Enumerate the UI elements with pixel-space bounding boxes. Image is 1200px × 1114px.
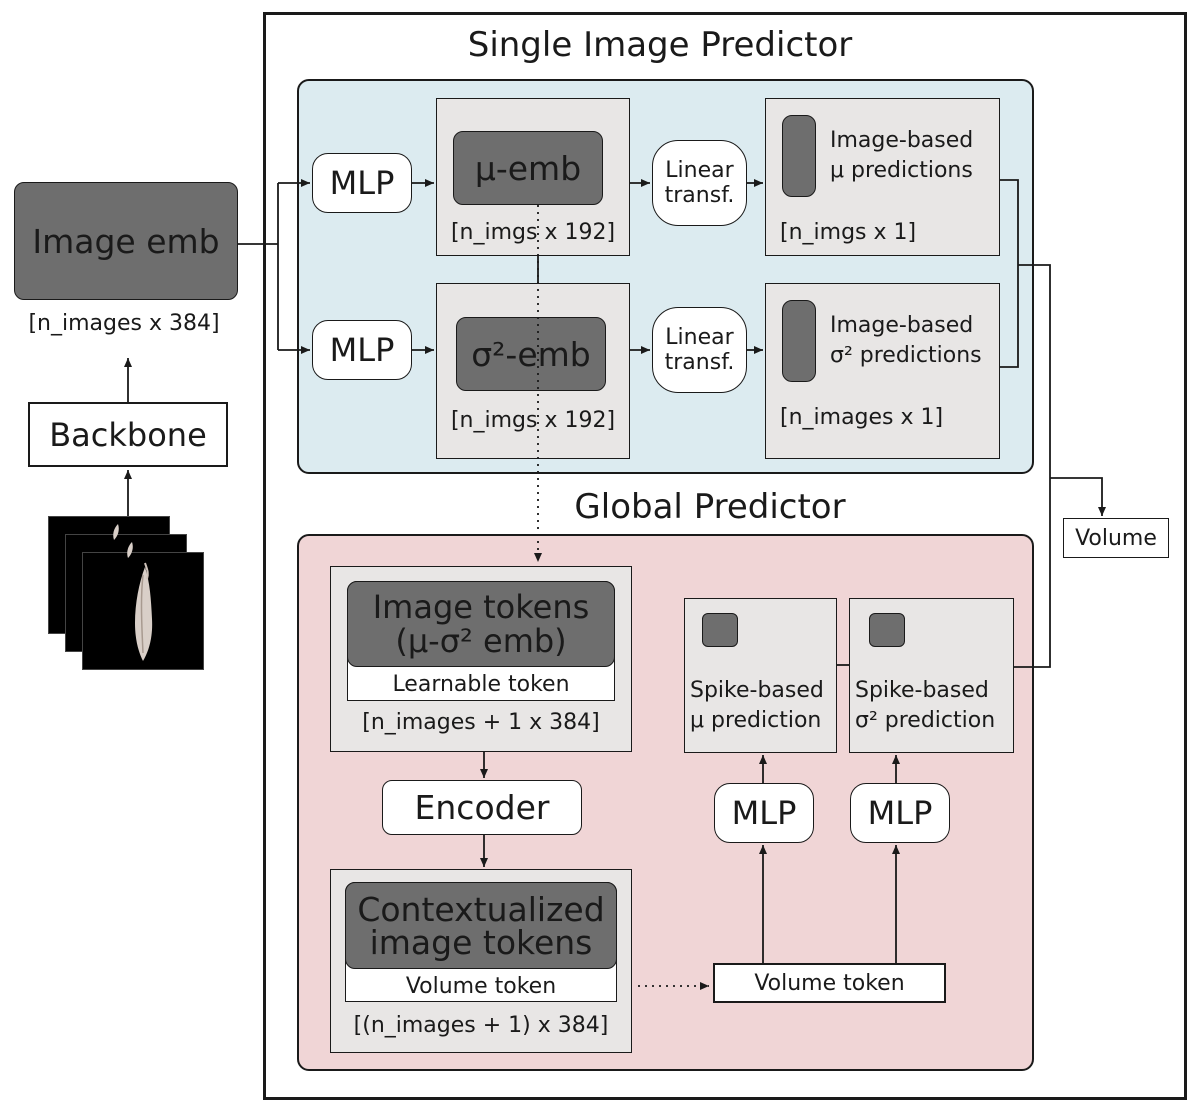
wheat-spike-glimpse-back	[113, 524, 119, 540]
mu-prediction-label: Image-based μ predictions	[830, 128, 974, 183]
volume-token-box: Volume token	[713, 963, 946, 1003]
sigma-prediction-marker	[782, 300, 816, 382]
wheat-spike-image	[135, 562, 153, 661]
mu-embedding-dim: [n_imgs x 192]	[450, 219, 616, 245]
spike-sigma-marker	[869, 613, 905, 647]
contextualized-tokens-dim: [(n_images + 1) x 384]	[353, 1012, 609, 1038]
sigma-prediction-label: Image-based σ² predictions	[830, 313, 982, 368]
mu-embedding: μ-emb	[453, 131, 603, 205]
mu-prediction-marker	[782, 115, 816, 197]
sigma-embedding: σ²-emb	[456, 317, 606, 391]
backbone-box: Backbone	[28, 402, 228, 467]
image-embedding-box: Image emb	[14, 182, 238, 300]
sigma-embedding-dim: [n_imgs x 192]	[450, 407, 616, 433]
spike-mu-prediction-label: Spike-based μ prediction	[690, 678, 824, 733]
line-mu-pred-out	[1000, 179, 1019, 368]
contextualized-tokens-box: Contextualized image tokens	[345, 882, 617, 969]
global-sigma-mlp: MLP	[850, 783, 950, 843]
mu-linear-transform: Linear transf.	[652, 140, 747, 226]
input-image-stack	[48, 516, 208, 676]
line-merge-to-volume	[1014, 264, 1051, 668]
volume-output-box: Volume	[1063, 518, 1169, 558]
learnable-token-label: Learnable token	[392, 671, 570, 697]
single-predictor-title: Single Image Predictor	[467, 25, 853, 65]
sigma-linear-transform: Linear transf.	[652, 307, 747, 393]
global-predictor-title: Global Predictor	[574, 487, 846, 527]
encoder-box: Encoder	[382, 780, 582, 835]
sigma-mlp: MLP	[312, 320, 412, 380]
volume-token-inner-label: Volume token	[405, 973, 557, 999]
sigma-prediction-dim: [n_images x 1]	[780, 405, 944, 430]
image-tokens-box: Image tokens (μ-σ² emb)	[347, 581, 615, 667]
mu-mlp: MLP	[312, 153, 412, 213]
wheat-spike-glimpse-middle	[127, 542, 133, 558]
input-image-front	[82, 552, 204, 670]
spike-mu-marker	[702, 613, 738, 647]
arrow-to-volume	[1050, 477, 1106, 516]
mu-prediction-dim: [n_imgs x 1]	[780, 220, 917, 245]
spike-sigma-prediction-label: Spike-based σ² prediction	[855, 678, 996, 733]
global-mu-mlp: MLP	[714, 783, 814, 843]
image-embedding-dim-label: [n_images x 384]	[28, 310, 220, 336]
image-tokens-dim: [n_images + 1 x 384]	[362, 709, 600, 735]
